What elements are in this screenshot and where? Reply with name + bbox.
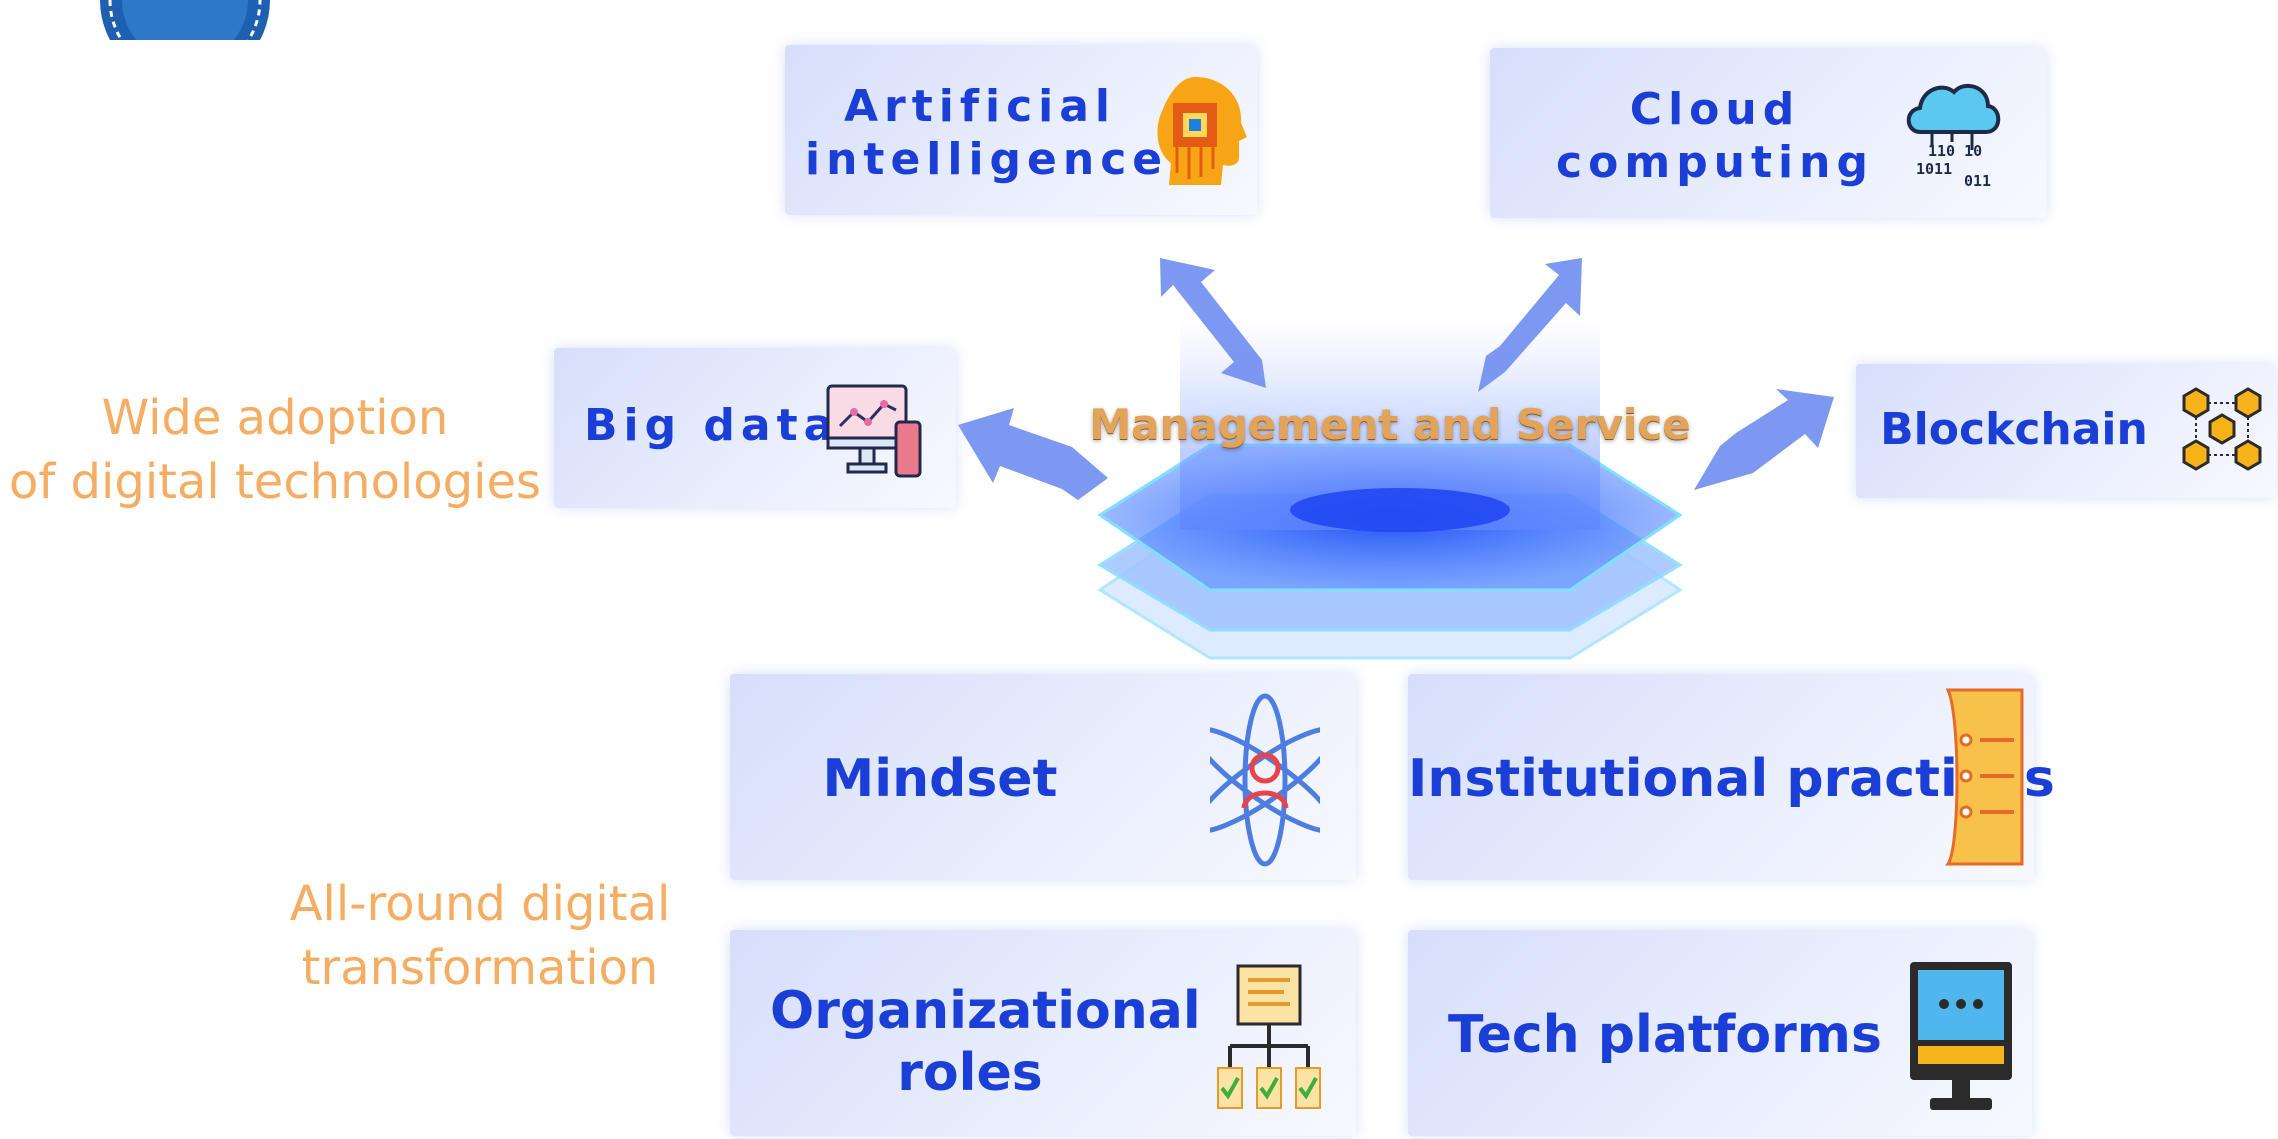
card-label-line-1: Organizational [770,981,1201,1041]
org-chart-icon [1217,964,1321,1109]
card-label-line-1: Artificial [843,81,1117,132]
card-label: Tech platforms [1448,1005,1882,1065]
card-mindset: Mindset [730,674,1356,880]
card-label-line-2: computing [1556,136,1874,188]
arrow-cloud [1478,258,1582,392]
category-digital-transformation: All-round digital transformation [250,872,710,1000]
ai-head-icon [1157,77,1247,185]
svg-text:110 10: 110 10 [1928,142,1982,160]
card-tech-platforms: Tech platforms [1408,930,2032,1136]
card-label: Organizational roles [770,980,1201,1105]
category-line-2: of digital technologies [9,454,541,510]
category-line-2: transformation [301,940,659,996]
atom-person-icon [1210,693,1320,867]
card-blockchain: Blockchain [1856,364,2276,498]
card-institutional-practices: Institutional practices [1408,674,2055,880]
card-label: Institutional practices [1408,749,2055,809]
card-organizational-roles: Organizational roles [730,930,1356,1136]
category-line-1: Wide adoption [101,390,449,446]
card-label: Big data [584,400,840,451]
card-label-line-2: intelligence [805,133,1169,185]
card-label: Blockchain [1880,404,2148,455]
document-list-icon [1945,688,2024,866]
svg-text:011: 011 [1964,172,1991,190]
emblem-logo [100,0,270,40]
card-label-line-2: roles [897,1043,1043,1104]
blockchain-cubes-icon [2182,387,2262,471]
arrow-big-data [958,408,1108,500]
monitor-chart-icon [826,384,922,478]
computer-monitor-icon [1910,962,2012,1110]
card-cloud-computing: Cloud computing 110 10 1011 011 [1490,48,2046,218]
cloud-binary-icon: 110 10 1011 011 [1906,83,2001,190]
arrow-ai [1160,258,1266,388]
arrow-blockchain [1694,389,1834,490]
card-label: Cloud computing [1550,84,1880,190]
card-big-data: Big data [554,348,956,508]
svg-text:1011: 1011 [1916,160,1952,178]
hub-platform [1097,320,1683,660]
card-label: Artificial intelligence [805,81,1169,187]
category-line-1: All-round digital [289,876,671,932]
card-artificial-intelligence: Artificial intelligence [785,45,1257,215]
category-digital-technologies: Wide adoption of digital technologies [0,386,550,514]
hub-title: Management and Service [1089,400,1691,449]
card-label: Mindset [822,749,1058,809]
card-label-line-1: Cloud [1629,84,1801,135]
